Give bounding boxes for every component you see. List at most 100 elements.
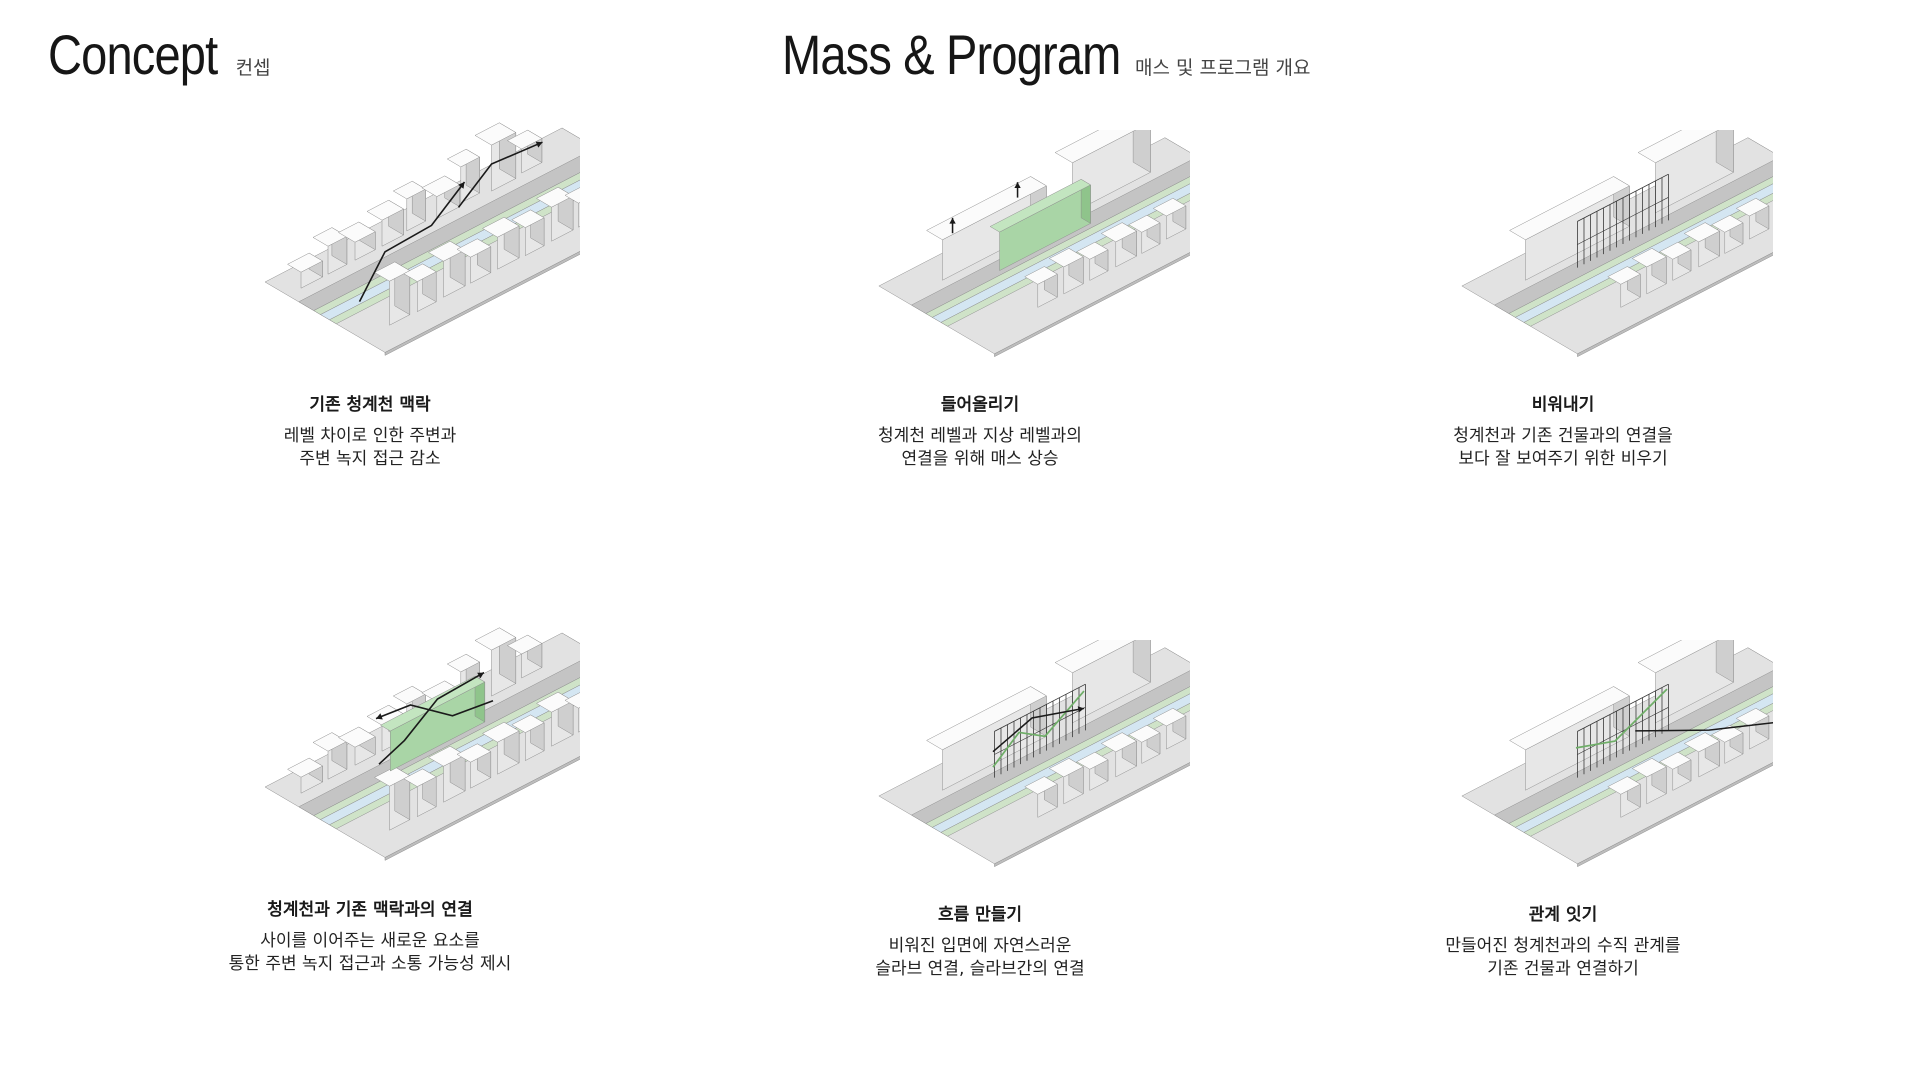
road-strip <box>1494 160 1773 314</box>
diagram-panel-relation: 관계 잇기 만들어진 청계천과의 수직 관계를 기존 건물과 연결하기 <box>1283 640 1843 981</box>
building <box>338 726 376 748</box>
ground-slab <box>384 251 580 356</box>
panel-desc-line: 통한 주변 녹지 접근과 소통 가능성 제시 <box>228 954 512 974</box>
arrow-head <box>1014 182 1021 188</box>
frame-beam <box>1577 683 1669 732</box>
ground-slab <box>1577 762 1773 867</box>
panel-title: 청계천과 기존 맥락과의 연결 <box>267 900 473 920</box>
axonometric-diagram <box>1461 640 1773 867</box>
building <box>1132 130 1151 173</box>
flow-arrow <box>457 141 543 208</box>
building <box>1715 640 1734 683</box>
building <box>578 707 580 733</box>
axonometric-diagram <box>264 627 580 861</box>
ground-slab <box>384 756 580 861</box>
axonometric-diagram <box>878 640 1190 867</box>
green-mass <box>380 675 486 732</box>
panel-desc-line: 레벨 차이로 인한 주변과 <box>283 426 457 446</box>
building <box>511 714 545 733</box>
mass-program-subtitle: 매스 및 프로그램 개요 <box>1135 57 1311 79</box>
panel-desc-line: 사이를 이어주는 새로운 요소를 <box>260 931 480 951</box>
building <box>1509 176 1630 241</box>
mass-program-heading: Mass & Program 매스 및 프로그램 개요 <box>782 22 1310 87</box>
building <box>926 686 1047 751</box>
flow-arrow <box>358 181 466 302</box>
green-strip <box>925 686 1190 828</box>
building <box>1128 724 1161 743</box>
building <box>338 221 376 243</box>
building <box>474 122 517 146</box>
panel-desc-line: 주변 녹지 접근 감소 <box>299 449 441 469</box>
building <box>1632 248 1667 268</box>
building <box>1684 222 1720 243</box>
ground-slab <box>994 762 1190 867</box>
arrow-head <box>376 713 383 720</box>
building <box>926 176 1047 241</box>
building <box>1736 198 1770 217</box>
panel-caption: 들어올리기 청계천 레벨과 지상 레벨과의 연결을 위해 매스 상승 <box>700 390 1260 471</box>
building <box>287 757 323 778</box>
arrow-head <box>949 217 956 224</box>
axonometric-diagram <box>1461 130 1773 357</box>
panel-caption: 흐름 만들기 비워진 입면에 자연스러운 슬라브 연결, 슬라브간의 연결 <box>700 900 1260 981</box>
flow-arrow <box>1635 721 1773 732</box>
green-strip <box>1508 176 1773 318</box>
panel-caption: 비워내기 청계천과 기존 건물과의 연결을 보다 잘 보여주기 위한 비우기 <box>1283 390 1843 471</box>
building <box>1607 776 1641 795</box>
panel-desc-line: 슬라브 연결, 슬라브간의 연결 <box>875 959 1085 979</box>
mass-program-title: Mass & Program <box>782 23 1121 86</box>
building <box>1049 758 1084 778</box>
building <box>1736 708 1770 727</box>
building <box>403 263 437 282</box>
building <box>1153 198 1187 217</box>
building <box>1715 130 1734 173</box>
building <box>366 199 404 221</box>
panel-title: 흐름 만들기 <box>937 905 1023 925</box>
building <box>1076 241 1109 260</box>
building <box>456 743 492 763</box>
diagram-panel-existing-context: 기존 청계천 맥락 레벨 차이로 인한 주변과 주변 녹지 접근 감소 <box>90 120 650 471</box>
diagram-panel-connect-context: 청계천과 기존 맥락과의 연결 사이를 이어주는 새로운 요소를 통한 주변 녹… <box>90 625 650 976</box>
building <box>447 148 480 168</box>
ground-slab <box>994 252 1190 357</box>
building <box>578 202 580 228</box>
flow-arrow <box>378 671 485 765</box>
building <box>1509 686 1630 751</box>
building <box>1101 222 1137 243</box>
panel-desc-line: 연결을 위해 매스 상승 <box>901 449 1059 469</box>
concept-subtitle: 컨셉 <box>235 57 271 79</box>
panel-caption: 관계 잇기 만들어진 청계천과의 수직 관계를 기존 건물과 연결하기 <box>1283 900 1843 981</box>
building <box>564 692 580 709</box>
panel-desc-line: 기존 건물과 연결하기 <box>1487 959 1639 979</box>
building <box>403 768 437 787</box>
building <box>1659 751 1692 770</box>
building <box>507 634 543 655</box>
road-strip <box>911 670 1190 824</box>
building <box>287 252 323 273</box>
building <box>1072 640 1151 724</box>
building <box>456 238 492 258</box>
green-mass <box>989 179 1091 233</box>
panel-caption: 기존 청계천 맥락 레벨 차이로 인한 주변과 주변 녹지 접근 감소 <box>90 390 650 471</box>
frame-beam <box>994 707 1086 755</box>
flow-arrow <box>375 700 494 720</box>
building <box>1054 640 1137 673</box>
arrow-head <box>477 672 484 679</box>
building <box>511 209 545 228</box>
building <box>1128 214 1161 233</box>
building <box>1101 732 1137 753</box>
building <box>1655 130 1734 214</box>
panel-desc-line: 비워진 입면에 자연스러운 <box>888 936 1072 956</box>
concept-title: Concept <box>48 23 218 86</box>
panel-desc-line: 청계천과 기존 건물과의 연결을 <box>1453 426 1673 446</box>
building <box>564 187 580 204</box>
building <box>1153 708 1187 727</box>
panel-desc-line: 청계천 레벨과 지상 레벨과의 <box>878 426 1082 446</box>
frame-beam <box>994 683 1086 732</box>
building <box>1054 130 1137 163</box>
panel-desc-line: 보다 잘 보여주기 위한 비우기 <box>1458 449 1668 469</box>
panel-title: 들어올리기 <box>940 395 1020 415</box>
building <box>482 721 520 743</box>
building <box>1632 758 1667 778</box>
frame-beam <box>1577 707 1669 755</box>
